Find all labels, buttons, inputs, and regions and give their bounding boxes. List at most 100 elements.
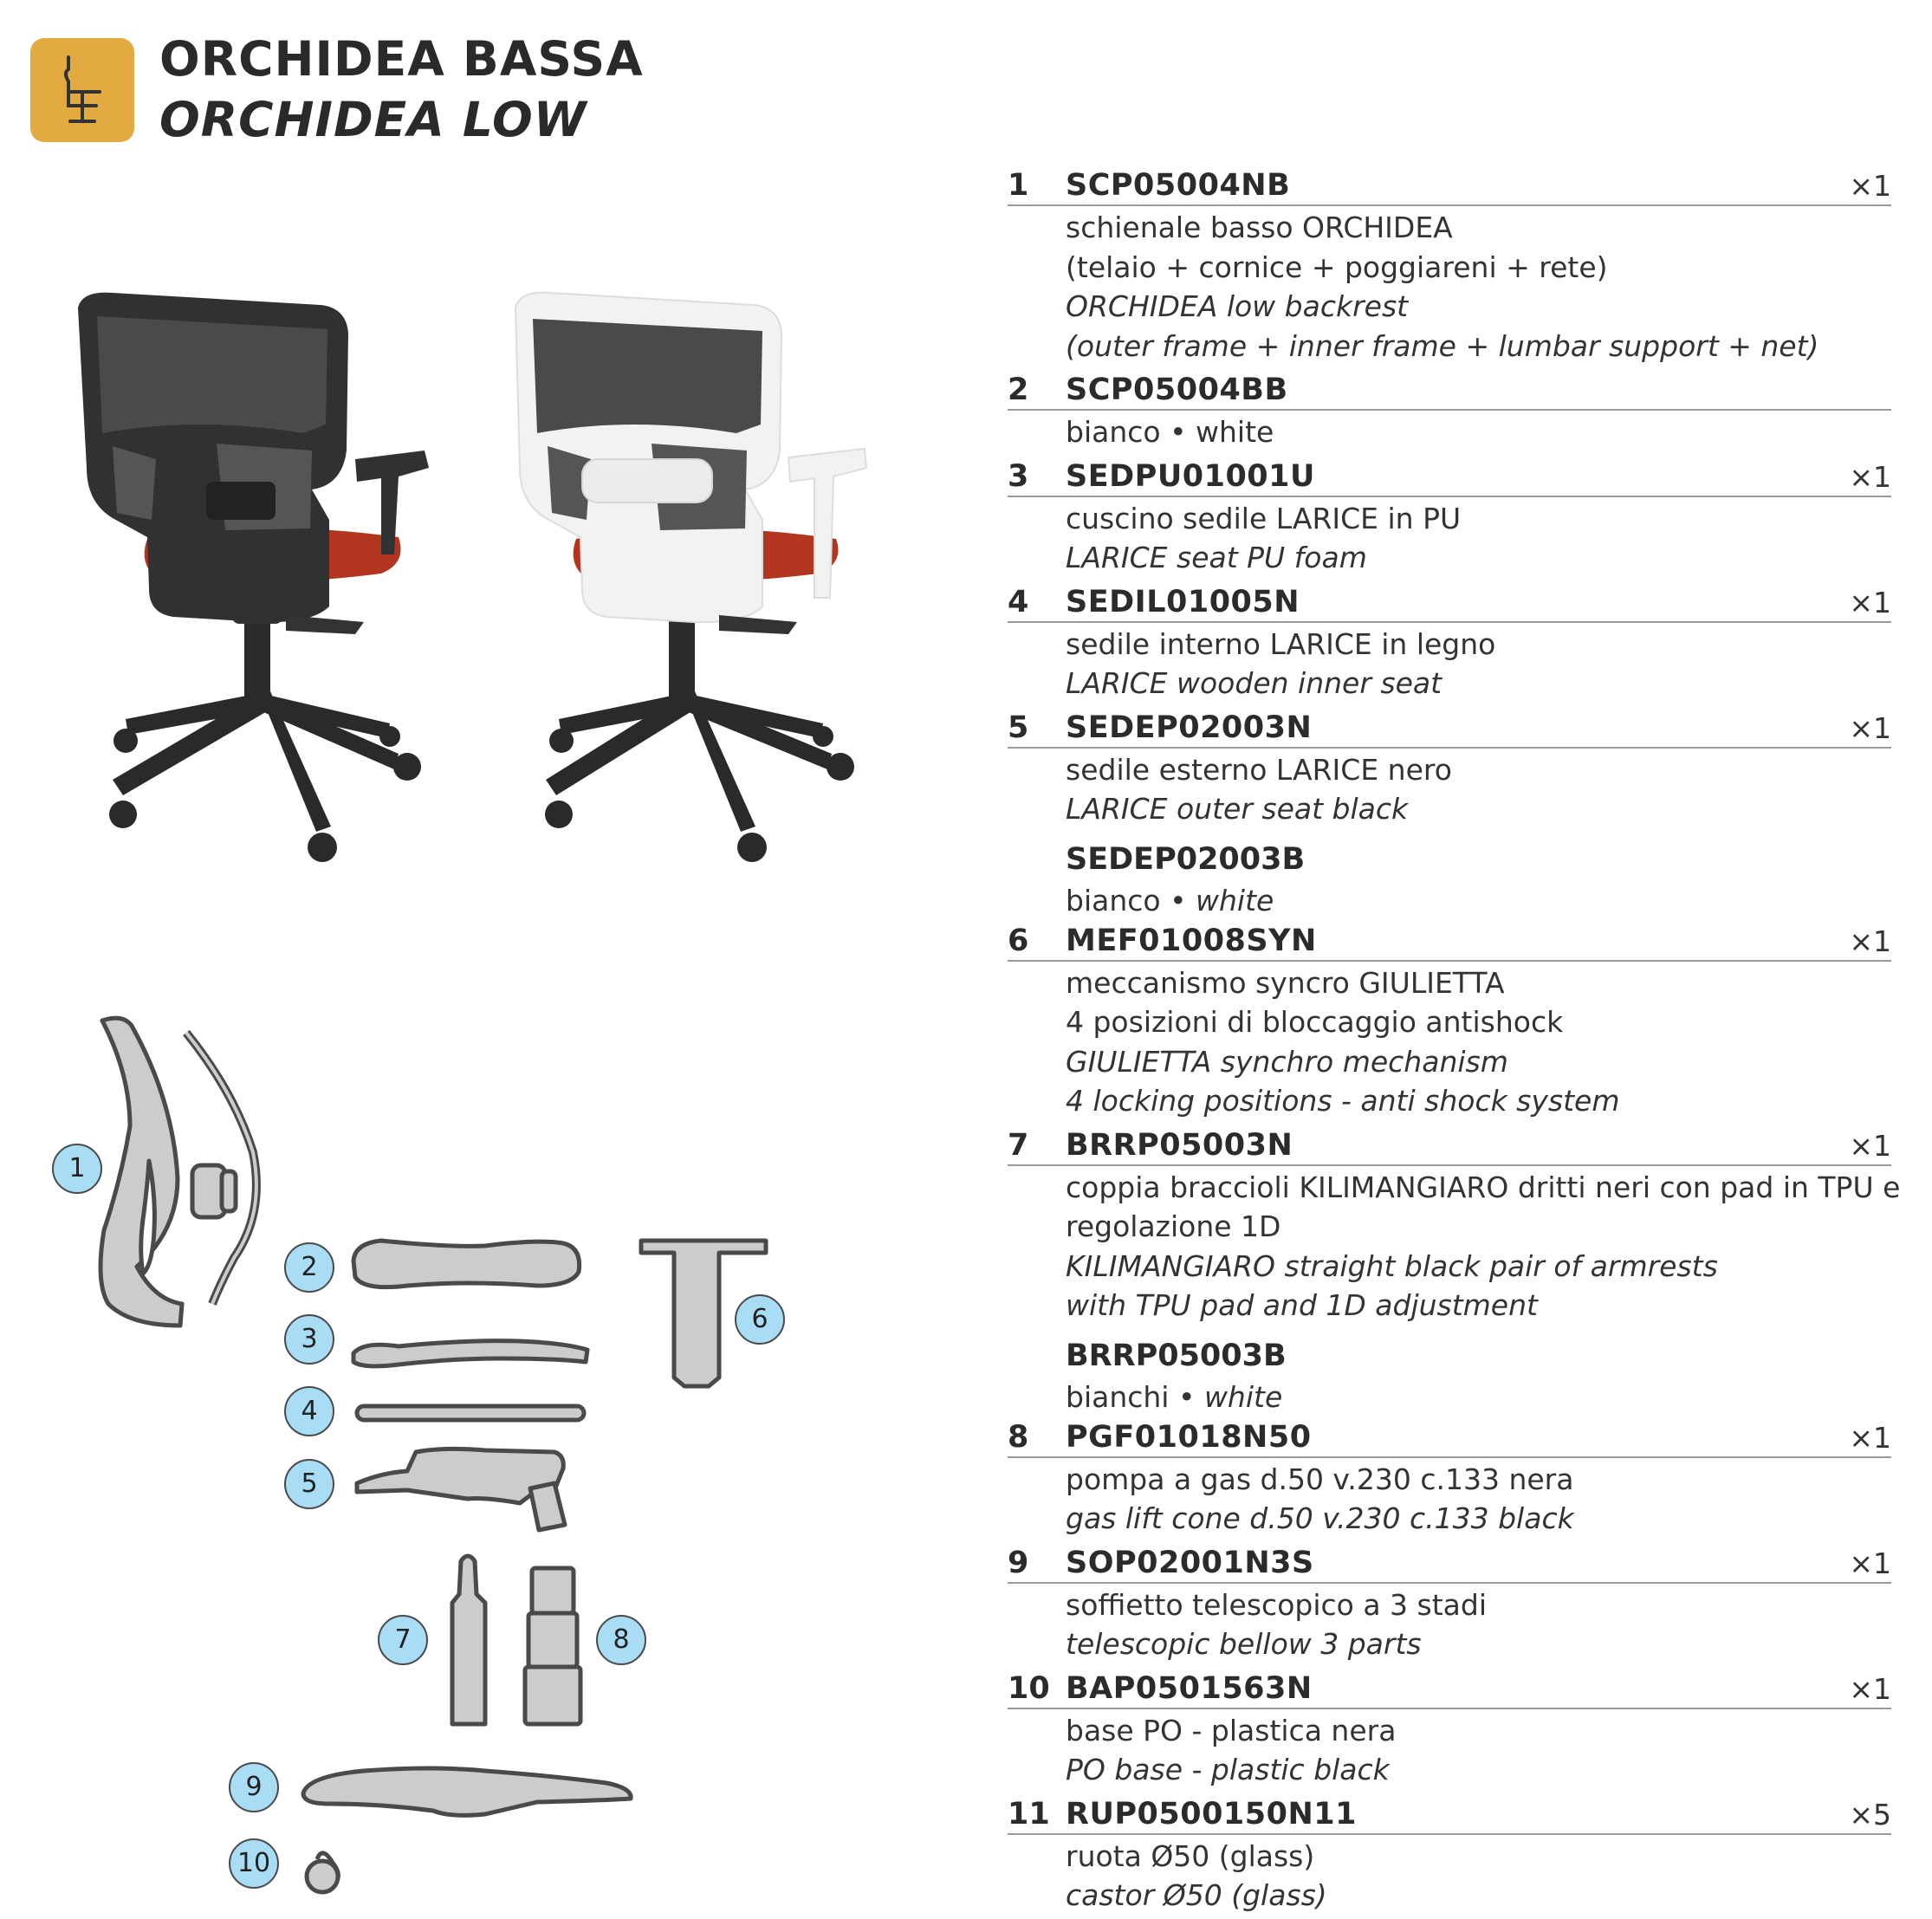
part-variant-color-it: bianco •	[1066, 883, 1196, 917]
part-number: 11	[1008, 1796, 1050, 1831]
part-lumbar-knob	[219, 1169, 238, 1214]
part-description: coppia braccioli KILIMANGIARO dritti ner…	[1008, 1166, 1901, 1329]
part-bellow-top	[529, 1566, 576, 1616]
part-description-line: bianco • white	[1066, 415, 1274, 449]
part-badge-4: 4	[284, 1386, 334, 1436]
exploded-parts-diagram	[98, 1015, 768, 1895]
part-five-star-base	[301, 1766, 633, 1818]
part-description-line: sedile esterno LARICE nero	[1066, 752, 1452, 787]
part-header: 4 SEDIL01005N ×1	[1008, 581, 1891, 623]
part-variant: SEDEP02003B bianco • white	[1008, 833, 1891, 920]
part-gas-lift	[450, 1553, 488, 1727]
part-backrest-outer-frame	[98, 1015, 185, 1328]
part-mechanism-lever	[528, 1481, 567, 1533]
part-variant-color: bianchi • white	[1066, 1378, 1891, 1417]
part-variant-code: BRRP05003B	[1066, 1338, 1287, 1373]
part-description-line: PO base - plastic black	[1066, 1753, 1390, 1786]
part-number: 8	[1008, 1419, 1029, 1455]
part-description: base PO - plastica nera PO base - plastic…	[1008, 1709, 1891, 1793]
part-quantity: ×1	[1849, 924, 1891, 958]
part-number: 9	[1008, 1545, 1029, 1580]
part-description-line: LARICE seat PU foam	[1066, 541, 1367, 574]
part-description-line: schienale basso ORCHIDEA	[1066, 211, 1453, 244]
part-quantity: ×1	[1849, 585, 1891, 619]
part-code: RUP0500150N11	[1066, 1796, 1357, 1831]
parts-list-item: 9 SOP02001N3S ×1 soffietto telescopico a 3 …	[1008, 1542, 1891, 1668]
part-badge-2: 2	[284, 1242, 334, 1293]
part-badge-9: 9	[229, 1762, 279, 1812]
part-description: ruota Ø50 (glass)castor Ø50 (glass)	[1008, 1835, 1891, 1919]
part-mechanism	[354, 1446, 566, 1506]
part-description-line: 4 locking positions - anti shock system	[1066, 1084, 1620, 1118]
photo-chair-black	[78, 292, 429, 862]
part-variant: BRRP05003B bianchi • white	[1008, 1329, 1891, 1417]
part-header: 11 RUP0500150N11 ×5	[1008, 1793, 1891, 1835]
part-code: SCP05004NB	[1066, 168, 1291, 203]
part-description-line: with TPU pad and 1D adjustment	[1066, 1288, 1538, 1322]
part-description-line: (telaio + cornice + poggiareni + rete)	[1066, 250, 1608, 284]
part-variant-code: SEDEP02003B	[1066, 841, 1306, 877]
part-description-line: 4 posizioni di bloccaggio antishock	[1066, 1005, 1564, 1039]
part-code: SEDEP02003N	[1066, 710, 1313, 745]
part-badge-7: 7	[378, 1615, 428, 1665]
parts-list-item: 4 SEDIL01005N ×1 sedile interno LARICE in l…	[1008, 581, 1891, 707]
part-quantity: ×1	[1849, 1128, 1891, 1163]
part-badge-3: 3	[284, 1314, 334, 1365]
part-code: SEDIL01005N	[1066, 584, 1300, 619]
part-header: 7 BRRP05003N ×1	[1008, 1125, 1891, 1166]
part-code: SEDPU01001U	[1066, 458, 1315, 494]
part-number: 10	[1008, 1670, 1050, 1706]
product-photos	[78, 291, 868, 862]
part-variant-color: bianco • white	[1066, 881, 1891, 920]
part-code: BAP0501563N	[1066, 1670, 1313, 1706]
part-bellow-bottom	[522, 1664, 583, 1727]
part-backrest-opening	[139, 1158, 157, 1276]
part-code: SOP02001N3S	[1066, 1545, 1314, 1580]
part-badge-1: 1	[52, 1144, 102, 1194]
part-description-line: LARICE outer seat black	[1066, 792, 1409, 826]
part-seat-cushion	[351, 1238, 582, 1290]
part-description-line: sedile interno LARICE in legno	[1066, 626, 1496, 661]
part-quantity: ×1	[1849, 1546, 1891, 1580]
part-quantity: ×1	[1849, 710, 1891, 745]
parts-list-item: 11 RUP0500150N11 ×5 ruota Ø50 (glass)castor…	[1008, 1793, 1891, 1919]
part-castor-stem	[314, 1851, 340, 1879]
part-code: BRRP05003N	[1066, 1127, 1293, 1163]
part-description-line: soffietto telescopico a 3 stadi	[1066, 1587, 1487, 1622]
part-quantity: ×1	[1849, 1420, 1891, 1455]
part-description-line: coppia braccioli KILIMANGIARO dritti ner…	[1066, 1170, 1901, 1204]
part-outer-seat	[354, 1404, 587, 1423]
page-title-english: ORCHIDEA LOW	[159, 92, 587, 147]
part-badge-8: 8	[596, 1615, 646, 1665]
part-number: 4	[1008, 584, 1029, 619]
part-quantity: ×1	[1849, 459, 1891, 494]
part-inner-seat	[351, 1339, 590, 1369]
part-header: 9 SOP02001N3S ×1	[1008, 1542, 1891, 1584]
part-description-line: ruota Ø50 (glass)	[1066, 1838, 1315, 1873]
part-backrest-inner-frame-inner	[185, 1031, 258, 1305]
part-description-line: telescopic bellow 3 parts	[1066, 1627, 1422, 1661]
part-description: bianco • white	[1008, 411, 1891, 456]
part-description-line: regolazione 1D	[1066, 1209, 1281, 1243]
part-quantity: ×1	[1849, 169, 1891, 203]
chair-side-icon	[64, 55, 101, 123]
part-quantity: ×5	[1849, 1797, 1891, 1831]
part-number: 7	[1008, 1127, 1029, 1163]
part-description-line: base PO - plastica nera	[1066, 1713, 1397, 1747]
